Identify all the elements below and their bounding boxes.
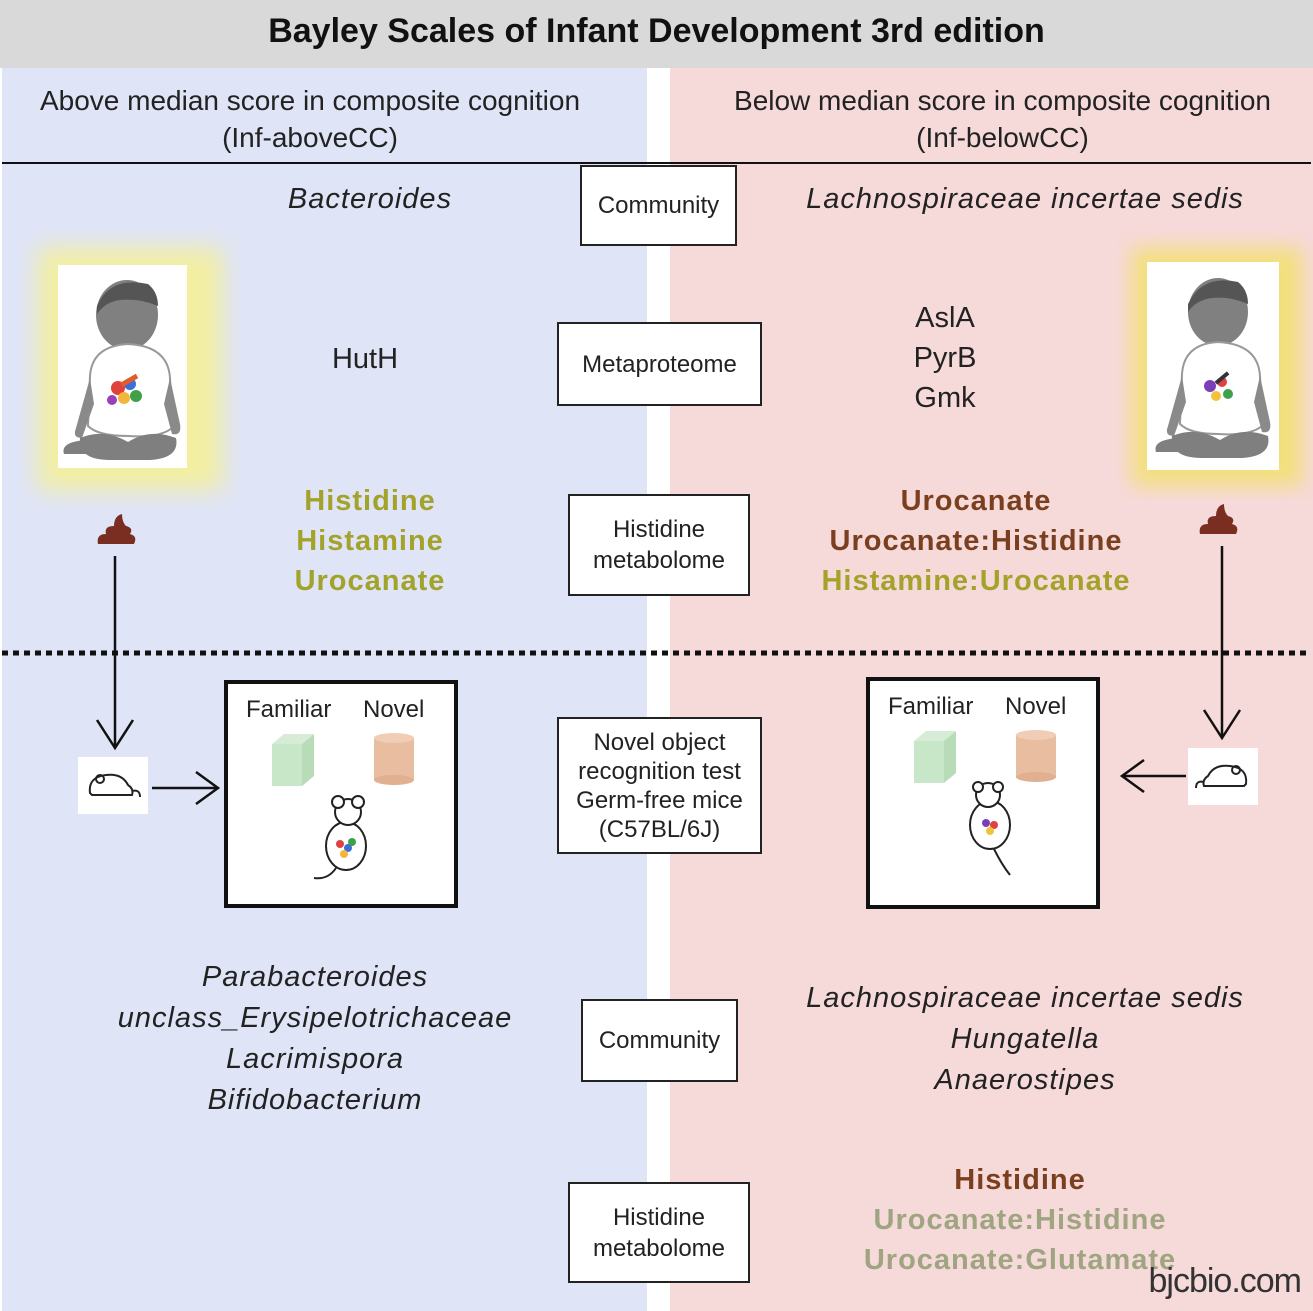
left-taxon-4: Bifidobacterium: [207, 1084, 423, 1116]
right-test-arena: Familiar Novel: [866, 677, 1100, 909]
left-community-bottom: Parabacteroides unclass_Erysipelotrichac…: [30, 957, 600, 1121]
watermark: bjcbio.com: [1148, 1262, 1302, 1300]
mouse-icon-box: [1188, 748, 1258, 805]
right-metabolite-1: Urocanate: [900, 485, 1052, 517]
right-metabolite-2: Urocanate:Histidine: [829, 525, 1123, 557]
right-community-bottom: Lachnospiraceae incertae sedis Hungatell…: [740, 978, 1310, 1101]
cylinder-icon: [374, 733, 414, 785]
nor-test-line2: recognition test: [578, 757, 741, 785]
mouse-icon: [88, 773, 141, 798]
figure-title: Bayley Scales of Infant Development 3rd …: [268, 12, 1045, 50]
left-taxon-2: unclass_Erysipelotrichaceae: [117, 1002, 513, 1034]
right-community-top: Lachnospiraceae incertae sedis: [806, 183, 1244, 215]
nor-test-line1: Novel object: [593, 728, 726, 756]
right-metaproteome: AslA PyrB Gmk: [845, 298, 1045, 418]
community-box-top: Community: [580, 165, 737, 246]
community-box-bottom-label: Community: [598, 1027, 721, 1054]
metabolome-box-top-line1: Histidine: [612, 516, 706, 543]
right-header-line2: (Inf-belowCC): [916, 122, 1089, 153]
cylinder-icon: [1016, 730, 1056, 782]
right-bottom-metabolite-2: Urocanate:Histidine: [873, 1204, 1167, 1236]
metabolome-box-bottom-line2: metabolome: [592, 1234, 726, 1262]
right-taxon-1: Lachnospiraceae incertae sedis: [806, 982, 1244, 1014]
cube-icon: [272, 734, 314, 786]
right-taxon-2: Hungatella: [950, 1023, 1100, 1055]
metabolome-box-bottom-line1: Histidine: [612, 1203, 706, 1231]
left-header-line1: Above median score in composite cognitio…: [39, 85, 581, 116]
right-arena-familiar: Familiar: [888, 693, 974, 720]
left-arena-novel: Novel: [363, 696, 425, 723]
mouse-icon: [313, 795, 367, 880]
right-metabolome-bottom: Histidine Urocanate:Histidine Urocanate:…: [820, 1160, 1220, 1280]
right-protein-1: AslA: [915, 302, 975, 334]
left-metabolite-3: Urocanate: [294, 565, 446, 597]
right-metabolome: Urocanate Urocanate:Histidine Histamine:…: [776, 481, 1176, 601]
stool-icon: [97, 514, 136, 544]
left-taxon-3: Lacrimispora: [226, 1043, 404, 1075]
right-header-line1: Below median score in composite cognitio…: [734, 85, 1271, 116]
right-bottom-metabolite-1: Histidine: [954, 1164, 1086, 1196]
infant-icon: [38, 248, 222, 490]
mouse-icon: [1195, 764, 1248, 789]
metaproteome-box-label: Metaproteome: [582, 350, 737, 378]
right-bottom-metabolite-3: Urocanate:Glutamate: [863, 1244, 1177, 1276]
cube-icon: [914, 731, 956, 783]
title-bar: [0, 0, 1313, 68]
right-protein-3: Gmk: [914, 382, 976, 414]
mouse-icon-box: [78, 757, 148, 814]
community-box-bottom: Community: [581, 999, 738, 1082]
right-protein-2: PyrB: [913, 342, 977, 374]
stool-icon: [1199, 504, 1238, 534]
left-metabolite-1: Histidine: [304, 485, 436, 517]
nor-test-box: Novel object recognition test Germ-free …: [557, 717, 762, 854]
right-arena-novel: Novel: [1005, 693, 1067, 720]
left-metaproteome: HutH: [331, 343, 399, 375]
infant-icon: [1132, 248, 1302, 486]
metabolome-box-bottom: Histidine metabolome: [568, 1182, 750, 1283]
community-box-top-label: Community: [597, 192, 720, 219]
right-metabolite-3: Histamine:Urocanate: [821, 565, 1131, 597]
left-header: Above median score in composite cognitio…: [0, 82, 620, 156]
nor-test-line4: (C57BL/6J): [598, 815, 721, 843]
nor-test-line3: Germ-free mice: [576, 786, 743, 814]
metaproteome-box: Metaproteome: [557, 322, 762, 406]
mouse-icon: [969, 781, 1011, 876]
left-arena-familiar: Familiar: [246, 696, 332, 723]
right-taxon-3: Anaerostipes: [934, 1064, 1116, 1096]
left-metabolite-2: Histamine: [296, 525, 444, 557]
left-test-arena: Familiar Novel: [224, 680, 458, 908]
left-taxon-1: Parabacteroides: [201, 961, 429, 993]
left-metabolome: Histidine Histamine Urocanate: [220, 481, 520, 601]
metabolome-box-top-line2: metabolome: [592, 547, 726, 574]
left-header-line2: (Inf-aboveCC): [222, 122, 398, 153]
right-header: Below median score in composite cognitio…: [695, 82, 1310, 156]
metabolome-box-top: Histidine metabolome: [568, 494, 750, 596]
left-community-top: Bacteroides: [287, 183, 453, 215]
